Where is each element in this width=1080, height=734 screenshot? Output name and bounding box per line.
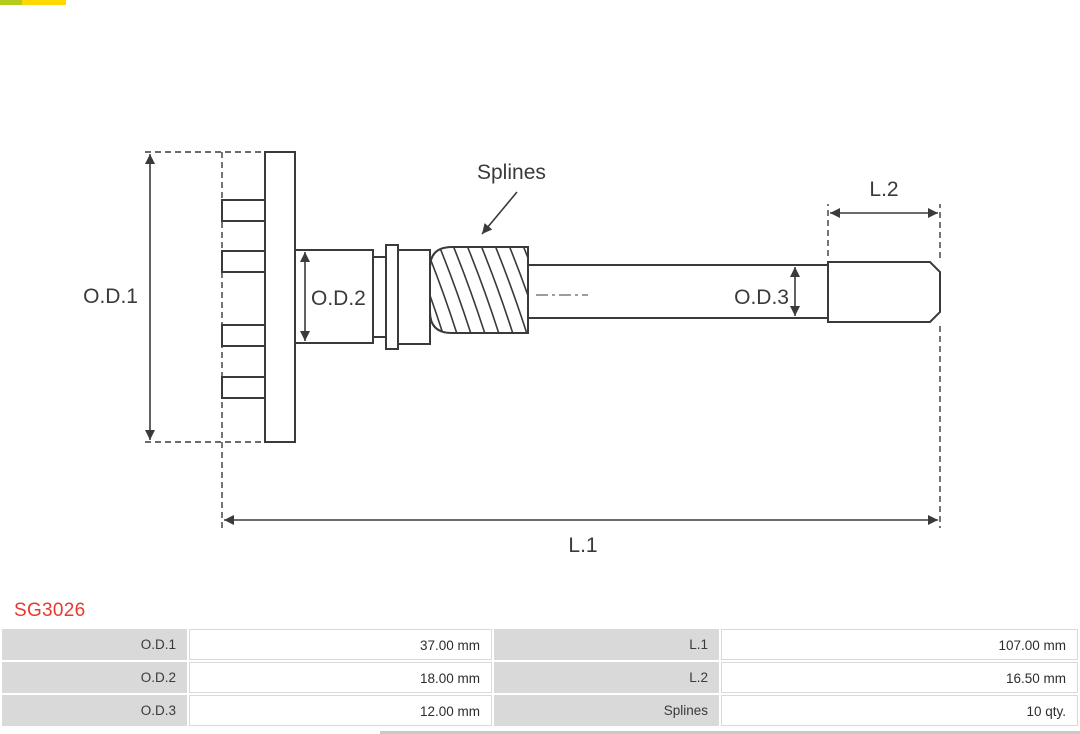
shaft-neck	[397, 249, 431, 345]
spec-value: 107.00 mm	[721, 629, 1078, 660]
flange-tab-3	[221, 324, 266, 347]
spec-value: 37.00 mm	[189, 629, 492, 660]
table-row: O.D.3 12.00 mm Splines 10 qty.	[2, 695, 1078, 726]
dim-od3-label: O.D.3	[734, 286, 789, 309]
shaft-outline	[221, 151, 941, 443]
flange-tab-2	[221, 250, 266, 273]
brand-logo-cropped	[0, 0, 66, 5]
shaft-section-od3	[527, 264, 829, 319]
spec-table: O.D.1 37.00 mm L.1 107.00 mm O.D.2 18.00…	[2, 629, 1078, 728]
spec-label: L.1	[494, 629, 719, 660]
spec-value: 16.50 mm	[721, 662, 1078, 693]
brand-strip-yellow	[22, 0, 66, 5]
shaft-end-section	[827, 261, 941, 323]
spec-label: L.2	[494, 662, 719, 693]
spline-hatching	[430, 247, 528, 333]
flange-plate	[264, 151, 296, 443]
dimension-lines	[145, 154, 938, 525]
flange-tab-1	[221, 199, 266, 222]
brand-strip-green	[0, 0, 22, 5]
part-number: SG3026	[14, 600, 86, 621]
spec-value: 10 qty.	[721, 695, 1078, 726]
shaft-groove	[372, 256, 387, 338]
bottom-partial-row-edge	[380, 731, 1080, 734]
dim-od2-label: O.D.2	[311, 287, 366, 310]
spec-label: O.D.3	[2, 695, 187, 726]
spec-label: O.D.2	[2, 662, 187, 693]
splines-label: Splines	[477, 161, 546, 184]
technical-drawing: O.D.1 O.D.2 O.D.3 L.2 L.1 Splines	[83, 151, 941, 557]
spec-label: O.D.1	[2, 629, 187, 660]
flange-tab-4	[221, 376, 266, 399]
splines-pointer-arrow	[481, 191, 518, 235]
table-row: O.D.1 37.00 mm L.1 107.00 mm	[2, 629, 1078, 660]
spec-label: Splines	[494, 695, 719, 726]
dim-od1-label: O.D.1	[83, 285, 138, 308]
dim-l1-label: L.1	[568, 534, 597, 557]
spec-value: 18.00 mm	[189, 662, 492, 693]
spec-value: 12.00 mm	[189, 695, 492, 726]
table-row: O.D.2 18.00 mm L.2 16.50 mm	[2, 662, 1078, 693]
shaft-collar	[385, 244, 399, 350]
dim-l2-label: L.2	[869, 178, 898, 201]
